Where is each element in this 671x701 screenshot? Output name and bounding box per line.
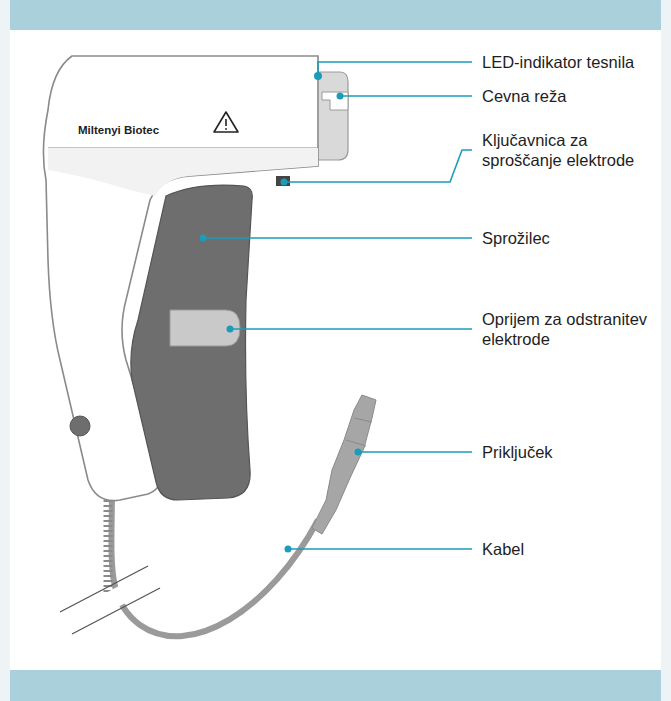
- brand-text: Miltenyi Biotec: [78, 124, 159, 136]
- leader-dot: [285, 546, 292, 553]
- leader-dot: [337, 93, 344, 100]
- leader-line: [203, 237, 472, 239]
- electrode-lock: [276, 176, 290, 186]
- part-label: Ključavnica za sproščanje elektrode: [482, 130, 662, 170]
- connector-groove: [354, 418, 372, 422]
- leader-line: [318, 62, 472, 76]
- leader-dot: [281, 179, 288, 186]
- warning-symbol: [225, 119, 227, 126]
- connector: [312, 395, 376, 534]
- leader-line: [288, 548, 472, 550]
- break-mark: [72, 588, 160, 634]
- leader-line: [340, 95, 472, 97]
- leader-dot: [200, 235, 207, 242]
- leader-dot: [355, 449, 362, 456]
- leader-dot: [227, 326, 234, 333]
- connector-groove: [346, 440, 366, 446]
- part-label: Priključek: [482, 442, 662, 462]
- part-label: Sprožilec: [482, 228, 662, 248]
- button: [70, 416, 90, 436]
- warning-symbol: [225, 128, 227, 130]
- tube-slot: [322, 92, 348, 110]
- housing-lower: [48, 148, 318, 196]
- leader-line: [358, 451, 472, 453]
- cable: [111, 486, 318, 636]
- trigger: [131, 185, 252, 500]
- housing: [43, 56, 318, 501]
- part-label: LED-indikator tesnila: [482, 52, 662, 72]
- part-label: Cevna reža: [482, 86, 662, 106]
- warning-symbol: [214, 112, 238, 132]
- removal-grip: [170, 310, 240, 346]
- panel: [10, 30, 661, 670]
- part-label: Kabel: [482, 539, 662, 559]
- leader-dots: [200, 93, 362, 553]
- leader-lines: [203, 62, 472, 549]
- leader-line: [230, 328, 472, 330]
- part-label: Oprijem za odstranitev elektrode: [482, 309, 662, 349]
- bottom-bar: [10, 670, 661, 701]
- break-mark: [60, 566, 148, 612]
- leader-line: [284, 150, 472, 182]
- top-bar: [10, 0, 661, 30]
